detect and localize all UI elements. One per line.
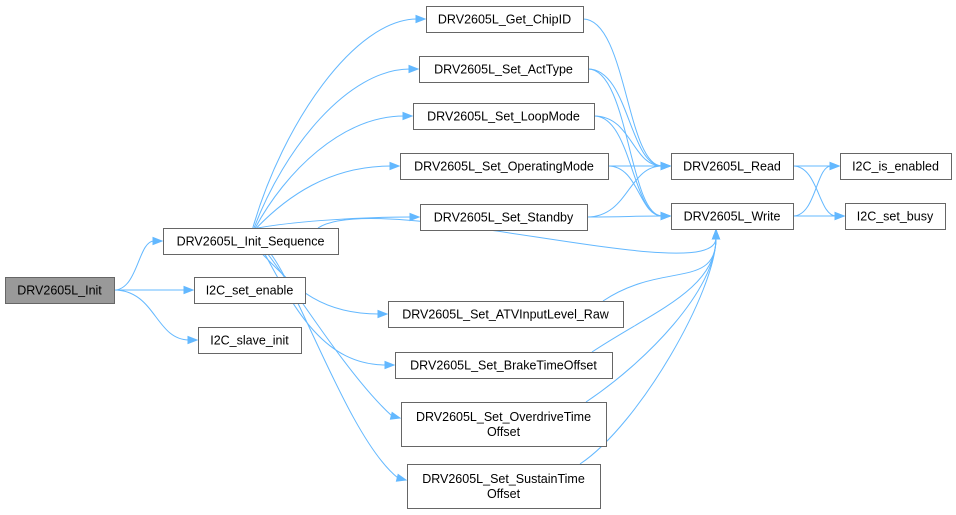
arrowhead-icon <box>660 211 672 221</box>
arrowhead-icon <box>389 411 402 420</box>
arrowhead-icon <box>183 285 195 295</box>
edge-seq-to-chipid <box>252 14 427 229</box>
node-loop[interactable]: DRV2605L_Set_LoopMode <box>413 103 595 130</box>
node-init[interactable]: DRV2605L_Init <box>5 277 115 304</box>
node-box <box>388 301 624 328</box>
node-box <box>400 153 609 180</box>
node-brake[interactable]: DRV2605L_Set_BrakeTimeOffset <box>395 352 613 379</box>
node-label: DRV2605L_Write <box>684 210 781 224</box>
node-label: DRV2605L_Set_OverdriveTime <box>416 410 591 424</box>
node-box <box>845 203 946 230</box>
edge-seq-to-atv <box>261 253 389 319</box>
node-box <box>413 103 595 130</box>
node-box <box>163 228 339 255</box>
node-label: DRV2605L_Read <box>683 160 781 174</box>
node-read[interactable]: DRV2605L_Read <box>671 153 794 180</box>
node-standby[interactable]: DRV2605L_Set_Standby <box>420 204 588 231</box>
node-chipid[interactable]: DRV2605L_Get_ChipID <box>426 6 584 33</box>
node-box <box>407 464 601 509</box>
node-label: I2C_slave_init <box>210 334 289 348</box>
edge-seq-to-sustain <box>270 253 408 482</box>
edge-write-to-isen <box>792 161 841 217</box>
node-box <box>194 277 306 304</box>
node-box <box>401 402 607 447</box>
node-label: DRV2605L_Get_ChipID <box>438 13 571 27</box>
node-label: Offset <box>487 425 521 439</box>
node-label: DRV2605L_Set_ATVInputLevel_Raw <box>402 308 610 322</box>
arrowhead-icon <box>402 111 414 121</box>
node-label: DRV2605L_Init_Sequence <box>177 235 325 249</box>
edge-brake-to-write <box>591 228 721 353</box>
node-atv[interactable]: DRV2605L_Set_ATVInputLevel_Raw <box>388 301 624 328</box>
arrowhead-icon <box>409 212 421 222</box>
edge-write-to-busy <box>792 211 846 221</box>
edge-init-to-enable <box>114 285 195 295</box>
node-opmode[interactable]: DRV2605L_Set_OperatingMode <box>400 153 609 180</box>
node-box <box>420 204 588 231</box>
edge-standby-to-write <box>586 211 672 221</box>
node-label: DRV2605L_Set_BrakeTimeOffset <box>410 359 597 373</box>
node-box <box>395 352 613 379</box>
arrowhead-icon <box>660 161 672 171</box>
node-slave[interactable]: I2C_slave_init <box>198 327 302 354</box>
node-isen[interactable]: I2C_is_enabled <box>840 153 952 180</box>
node-label: DRV2605L_Init <box>17 284 102 298</box>
edge-seq-to-brake <box>264 253 396 370</box>
edge-seq-to-loop <box>254 111 414 229</box>
node-label: DRV2605L_Set_LoopMode <box>427 110 580 124</box>
edge-opmode-to-write <box>607 165 672 221</box>
node-label: DRV2605L_Set_Standby <box>434 211 574 225</box>
node-box <box>419 56 589 83</box>
node-label: Offset <box>487 487 521 501</box>
arrowhead-icon <box>415 14 427 24</box>
arrowhead-icon <box>408 64 420 74</box>
arrowhead-icon <box>395 473 408 482</box>
node-label: DRV2605L_Set_OperatingMode <box>414 160 594 174</box>
node-box <box>671 153 794 180</box>
node-box <box>198 327 302 354</box>
edge-standby-to-read <box>586 161 672 218</box>
arrowhead-icon <box>711 228 721 240</box>
node-write[interactable]: DRV2605L_Write <box>671 203 794 230</box>
arrowhead-icon <box>187 335 199 345</box>
edge-init-to-seq <box>113 236 164 291</box>
node-box <box>671 203 794 230</box>
node-box <box>5 277 115 304</box>
arrowhead-icon <box>377 309 389 319</box>
edge-atv-to-write <box>602 228 721 302</box>
arrowhead-icon <box>384 360 396 370</box>
edge-seq-to-opmode <box>256 161 401 229</box>
edge-seq-to-standby <box>257 212 421 229</box>
node-label: I2C_is_enabled <box>852 160 939 174</box>
edge-chipid-to-read <box>582 18 672 171</box>
node-acttype[interactable]: DRV2605L_Set_ActType <box>419 56 589 83</box>
edge-init-to-slave <box>113 289 199 345</box>
node-label: I2C_set_enable <box>206 284 294 298</box>
node-box <box>840 153 952 180</box>
arrowhead-icon <box>152 236 164 246</box>
node-enable[interactable]: I2C_set_enable <box>194 277 306 304</box>
edge-seq-to-acttype <box>253 64 420 229</box>
node-label: DRV2605L_Set_ActType <box>434 63 573 77</box>
edge-acttype-to-write <box>587 68 672 221</box>
edge-seq-to-overdrive <box>267 253 402 420</box>
arrowhead-icon <box>834 211 846 221</box>
arrowhead-icon <box>389 161 401 171</box>
node-box <box>426 6 584 33</box>
node-busy[interactable]: I2C_set_busy <box>845 203 946 230</box>
node-label: DRV2605L_Set_SustainTime <box>422 472 585 486</box>
arrowhead-icon <box>829 161 841 171</box>
node-seq[interactable]: DRV2605L_Init_Sequence <box>163 228 339 255</box>
node-label: I2C_set_busy <box>857 210 934 224</box>
edge-read-to-busy <box>792 165 846 221</box>
